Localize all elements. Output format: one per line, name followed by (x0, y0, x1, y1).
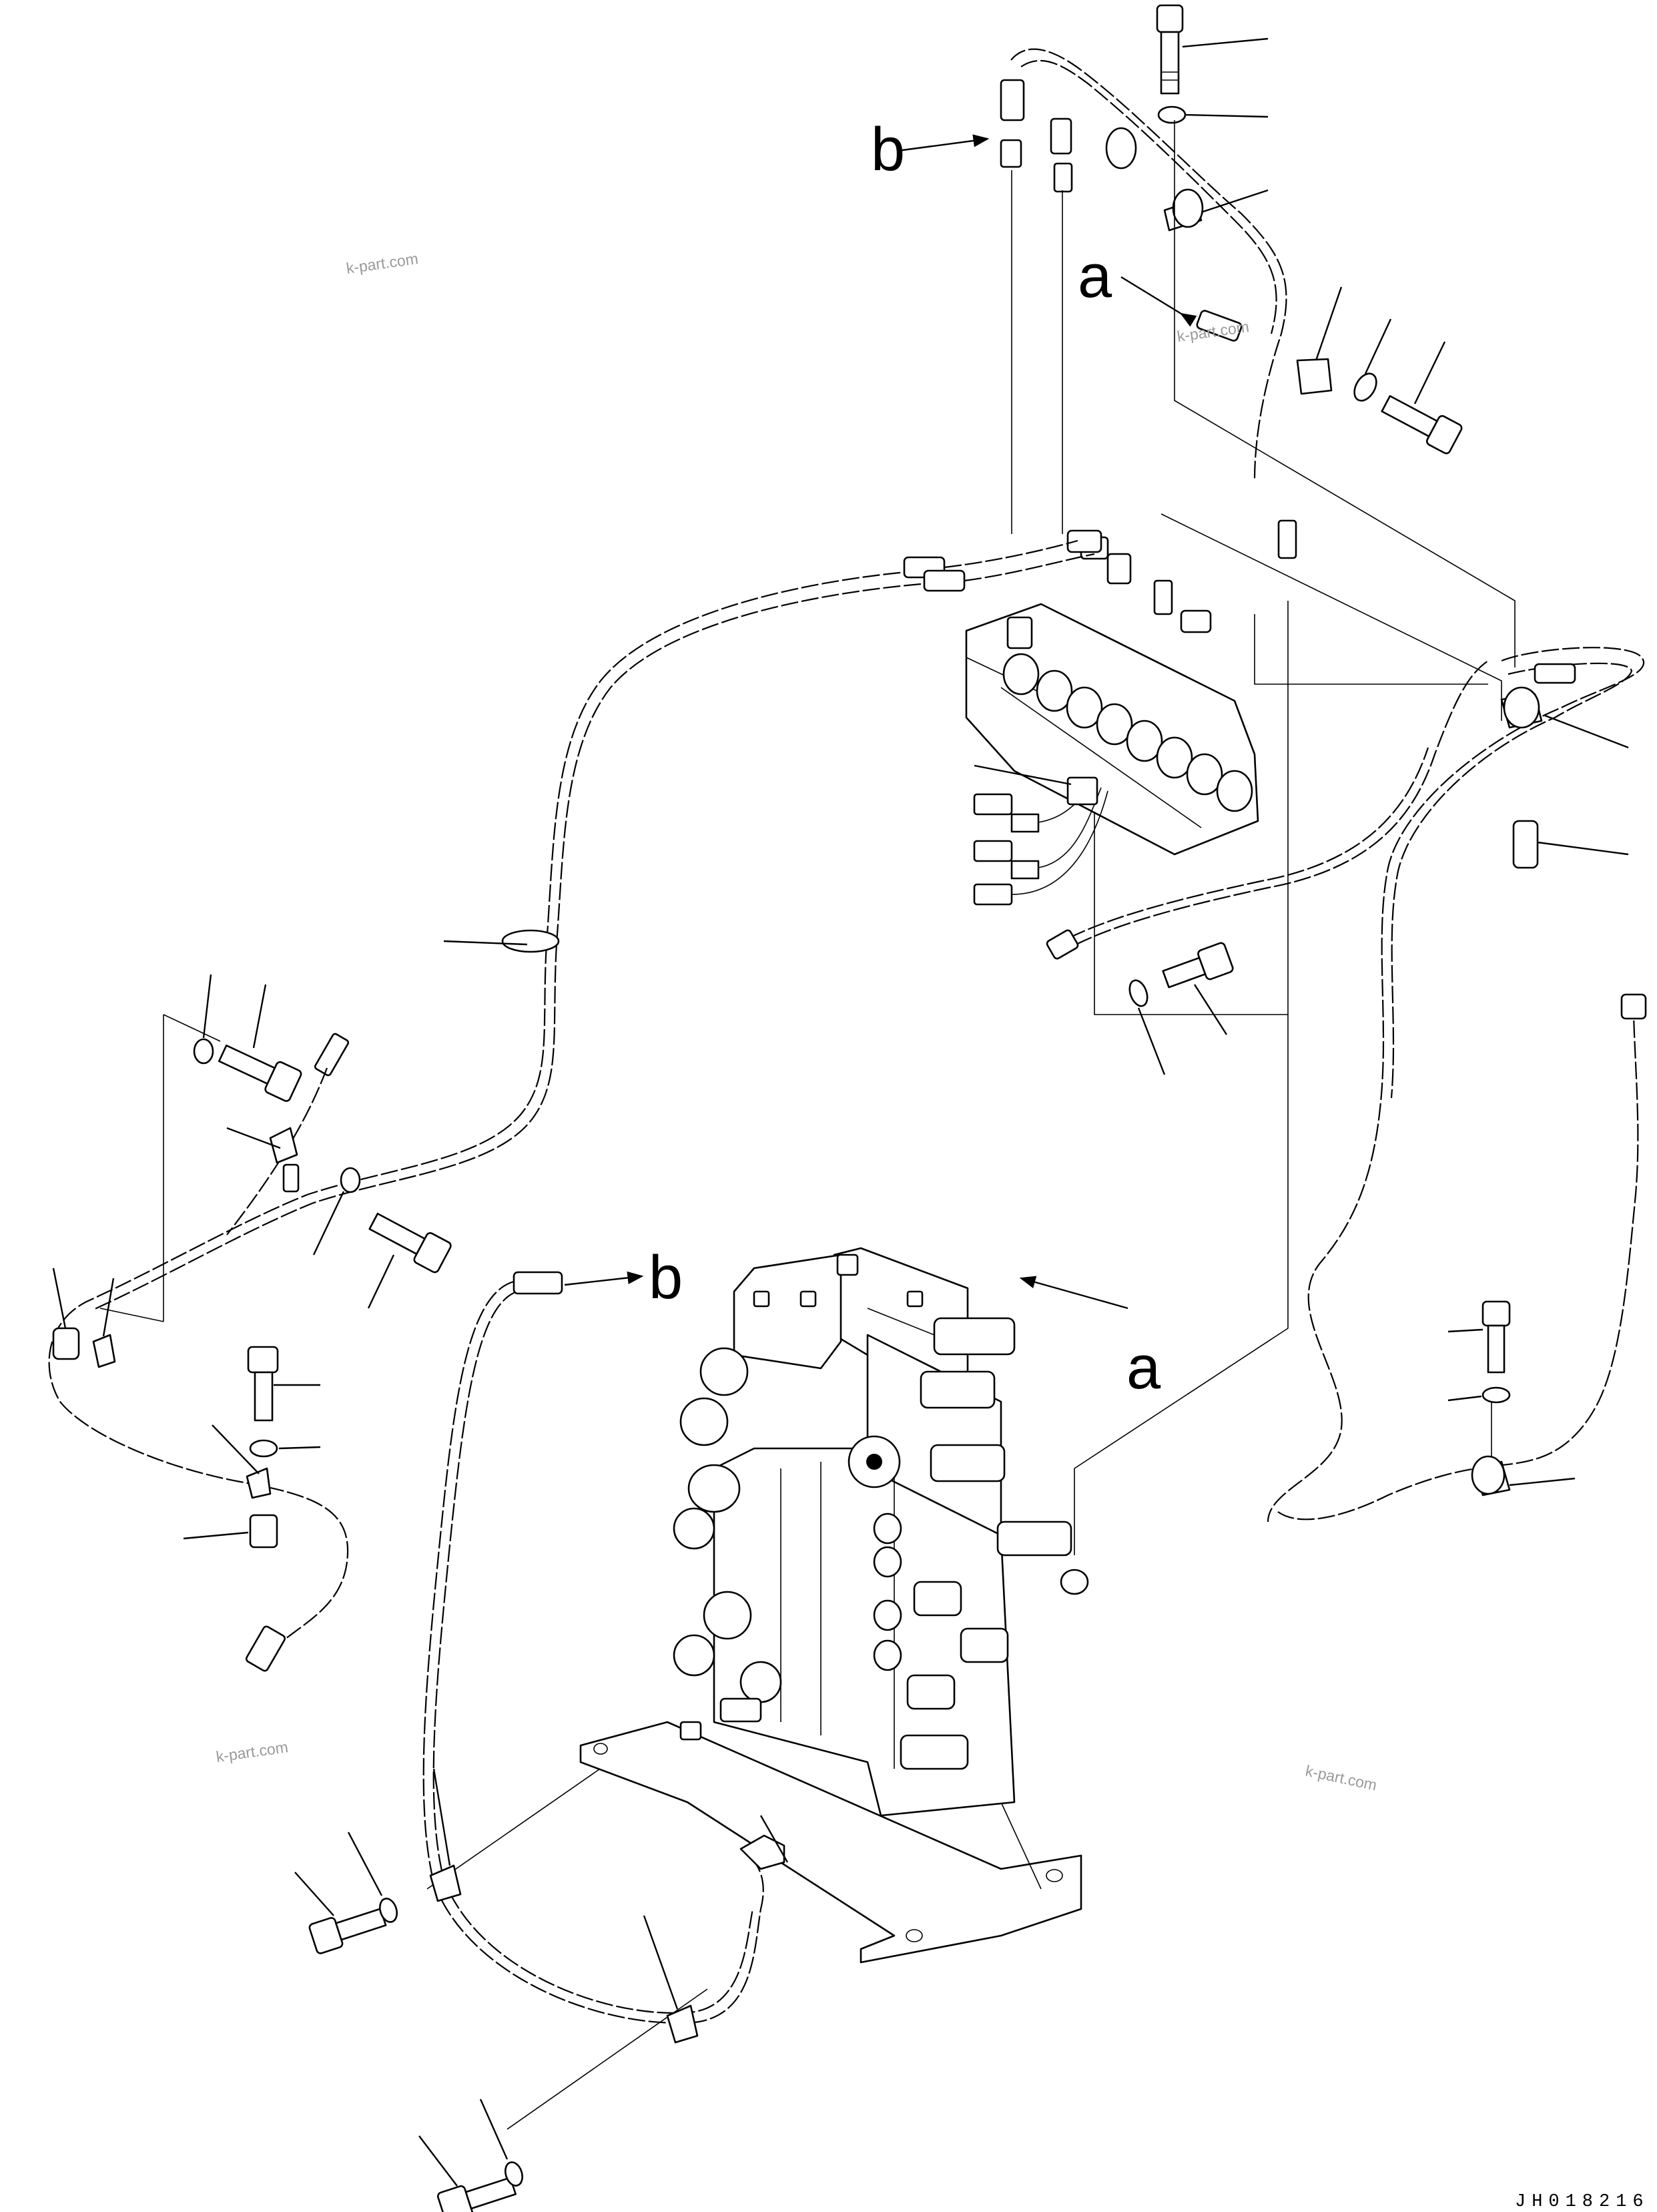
top-washer (1157, 105, 1187, 124)
bottom-washer-2 (505, 2161, 523, 2187)
bottom-washer-1 (379, 1898, 398, 1923)
top-fitting-group (902, 4, 1463, 559)
hose-collar (1105, 127, 1137, 170)
elbow-fitting-right (1180, 609, 1212, 633)
left-spacer (52, 1327, 80, 1360)
lower-clamp-2 (666, 2004, 699, 2044)
watermark-bottom-left: k-part.com (215, 1738, 289, 1765)
callout-a-bottom: a (1126, 1334, 1161, 1402)
callout-b-top: b (871, 115, 905, 184)
solenoid-valve-assembly (965, 536, 1489, 960)
watermark-top-left: k-part.com (345, 250, 419, 277)
right-upper-bolt (1381, 394, 1463, 455)
left-lower-washer (249, 1439, 278, 1458)
left-clamp-group (52, 974, 452, 1368)
left-washer-2 (340, 1167, 361, 1193)
hose-end-b (513, 1271, 563, 1295)
watermark-bottom-right: k-part.com (1304, 1761, 1379, 1793)
bottom-bolt-2 (436, 2177, 517, 2212)
top-bolt (1156, 4, 1184, 95)
valve-mount-washer (1128, 979, 1148, 1007)
solenoid-cartridges (873, 1317, 1089, 1770)
bottom-left-hardware (294, 1832, 523, 2212)
spool-caps (673, 1347, 901, 1703)
left-clamp-1 (269, 1127, 298, 1164)
bolt-heads (753, 1254, 924, 1308)
left-lower-clamp (246, 1467, 272, 1499)
left-bolt-1 (218, 1045, 302, 1102)
lower-clamp-1 (429, 1864, 462, 1902)
callout-a-top: a (1078, 242, 1112, 310)
callout-b-bottom: b (649, 1243, 683, 1312)
right-hose-route (1019, 647, 1647, 1523)
left-lower-group (183, 1346, 321, 1672)
lower-hose-end (739, 1834, 785, 1870)
left-clamp-2 (92, 1334, 116, 1368)
connector-bracket (1066, 776, 1098, 806)
left-washer-1 (193, 1038, 214, 1065)
solenoid-stack (1002, 653, 1253, 812)
drawing-code: JH018216 (1515, 2192, 1650, 2212)
right-upper-washer (1353, 372, 1377, 402)
right-hose-end (1620, 993, 1647, 1020)
wire-connectors (973, 780, 1108, 906)
left-lower-bolt (247, 1346, 279, 1422)
right-lower-bolt (1481, 1300, 1511, 1374)
bottom-bolt-1 (308, 1908, 387, 1954)
left-lower-spacer (249, 1514, 278, 1549)
elbow-fitting (1106, 553, 1132, 585)
fitting-top-left (1000, 79, 1025, 121)
valve-mount-hardware (1162, 942, 1234, 989)
main-control-valve (579, 1247, 1089, 1964)
fitting-right-down (1277, 519, 1297, 559)
left-bolt-2 (368, 1212, 452, 1274)
fitting-a-top (1196, 310, 1243, 342)
right-upper-clamp (1296, 358, 1333, 395)
fitting-top-mid (1050, 117, 1072, 155)
callouts: b a b a (649, 115, 1161, 1402)
right-lower-washer (1481, 1386, 1511, 1404)
right-spacer (1512, 820, 1539, 869)
hose-band (501, 929, 560, 953)
lower-hose-route (422, 1271, 789, 2044)
plate-holes (593, 1743, 1063, 1942)
